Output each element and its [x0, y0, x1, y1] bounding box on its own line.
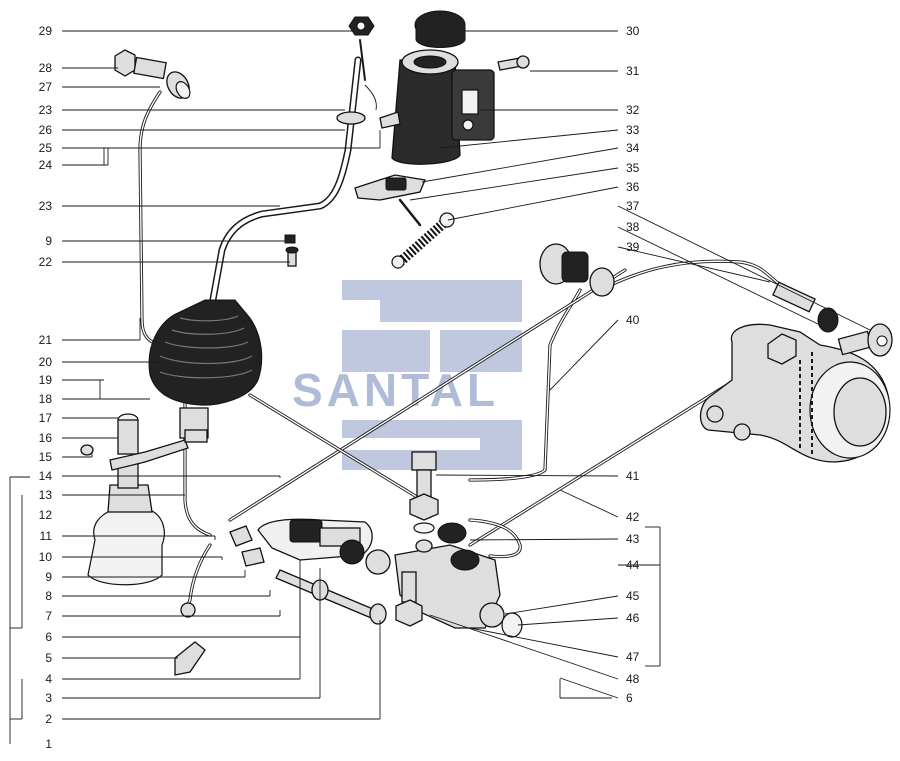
rubber-boot	[148, 299, 263, 439]
leader-line	[559, 677, 619, 699]
leader-line	[504, 595, 619, 615]
leader-line	[469, 627, 619, 658]
leader-line	[429, 614, 619, 680]
leader-line	[469, 538, 619, 541]
central-valve	[174, 451, 523, 676]
callout-label: 26	[39, 123, 53, 137]
callout-label: 21	[39, 333, 53, 347]
small-bolts	[284, 234, 299, 267]
master-cylinder	[379, 10, 530, 165]
spring-icon	[396, 218, 449, 266]
callout-label: 25	[39, 141, 53, 155]
left-top-fitting	[114, 49, 191, 99]
callout-label: 27	[39, 80, 53, 94]
callout-label: 22	[39, 255, 53, 269]
callout-label: 10	[39, 550, 53, 564]
callout-label: 29	[39, 24, 53, 38]
callout-label: 41	[626, 469, 640, 483]
hand-brake-lever	[208, 16, 377, 309]
callout-label: 17	[39, 411, 53, 425]
rear-hub	[699, 281, 893, 463]
callout-label: 46	[626, 611, 640, 625]
callout-label: 14	[39, 469, 53, 483]
callout-label: 11	[40, 529, 53, 543]
callout-label: 1	[45, 737, 52, 751]
leader-line	[617, 205, 871, 331]
callout-label: 19	[39, 373, 53, 387]
callout-label: 6	[626, 691, 633, 705]
leader-line	[409, 167, 619, 201]
callout-label: 42	[626, 510, 640, 524]
callout-label: 28	[39, 61, 53, 75]
leader-line	[421, 147, 619, 183]
callout-label: 35	[626, 161, 640, 175]
callout-label: 31	[626, 64, 640, 78]
callout-label: 24	[39, 158, 53, 172]
callout-label: 23	[39, 199, 53, 213]
lower-left-valve	[80, 413, 208, 586]
callout-label: 37	[626, 199, 640, 213]
callout-label: 9	[45, 570, 52, 584]
callout-label: 48	[626, 672, 640, 686]
leader-lines	[9, 30, 871, 744]
callout-label: 33	[626, 123, 640, 137]
callout-label: 38	[626, 220, 640, 234]
callout-label: 16	[39, 431, 53, 445]
callout-label: 9	[45, 234, 52, 248]
callout-label: 6	[45, 630, 52, 644]
leader-line	[447, 186, 619, 221]
leader-line	[617, 226, 821, 326]
callout-label: 2	[45, 712, 52, 726]
callout-label: 45	[626, 589, 640, 603]
callouts-left: 2928272326252423922212019181716151413121…	[39, 24, 53, 751]
callout-label: 47	[626, 650, 640, 664]
callout-label: 34	[626, 141, 640, 155]
callout-label: 15	[39, 450, 53, 464]
callout-label: 4	[45, 672, 52, 686]
callout-label: 18	[39, 392, 53, 406]
leader-line	[517, 617, 619, 626]
callout-label: 30	[626, 24, 640, 38]
leader-line	[549, 319, 619, 391]
callout-label: 32	[626, 103, 640, 117]
callout-label: 36	[626, 180, 640, 194]
leader-line	[435, 474, 619, 477]
callout-label: 20	[39, 355, 53, 369]
air-chamber	[539, 243, 615, 297]
pedal-linkage	[354, 174, 455, 269]
callout-label: 7	[45, 609, 52, 623]
callout-label: 43	[626, 532, 640, 546]
callout-label: 40	[626, 313, 640, 327]
callout-label: 13	[39, 488, 53, 502]
leader-line	[559, 489, 619, 518]
callout-label: 3	[45, 691, 52, 705]
callout-label: 8	[45, 589, 52, 603]
callout-label: 5	[45, 651, 52, 665]
leader-line	[617, 246, 771, 283]
callout-label: 39	[626, 240, 640, 254]
watermark-text: SANTAL	[292, 364, 499, 416]
leader-line	[439, 129, 619, 149]
callout-label: 12	[39, 508, 53, 522]
callout-label: 23	[39, 103, 53, 117]
